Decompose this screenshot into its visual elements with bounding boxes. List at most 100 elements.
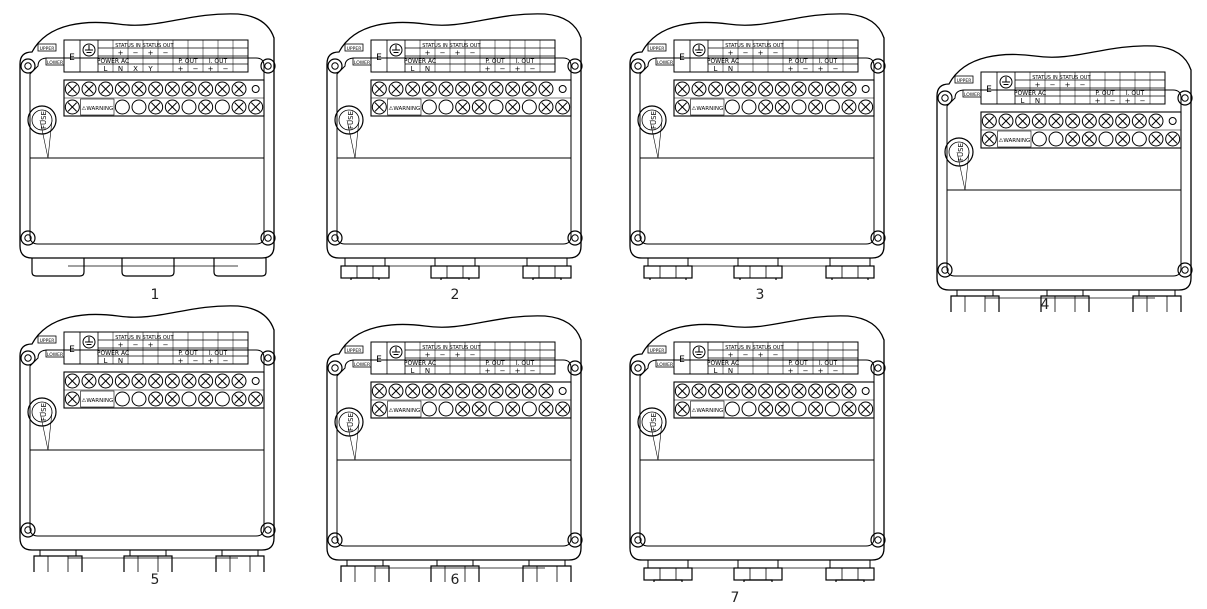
housing-outline: [19, 305, 275, 551]
screw-slot: [827, 84, 838, 94]
screw-slot: [1001, 116, 1011, 126]
screw-slot: [100, 84, 111, 94]
terminal-hole: [724, 401, 740, 417]
screw-slot: [507, 404, 518, 414]
i-out-label: I. OUT: [209, 58, 228, 65]
gland-base: [647, 559, 689, 569]
corner-bolt-inner: [331, 234, 339, 242]
power-terminal-label: L: [104, 65, 108, 73]
gland-base: [344, 257, 386, 267]
screw-terminal: [674, 383, 690, 399]
screw-slot: [167, 376, 178, 386]
screw-terminal: [81, 81, 97, 97]
screw-slot: [677, 84, 688, 94]
screw-terminal: [981, 113, 997, 129]
screw-slot: [374, 102, 385, 112]
housing-outline: [326, 315, 582, 561]
lower-label: LOWER: [354, 60, 370, 66]
corner-bolt: [870, 58, 886, 74]
warning-label: ⚠WARNING: [388, 106, 420, 112]
screw-terminal: [1148, 113, 1164, 129]
screw-terminal: [1148, 131, 1164, 147]
corner-bolt-inner: [634, 536, 642, 544]
gland-cap: [653, 579, 683, 582]
screw-slot: [117, 376, 128, 386]
gland-nut: [733, 265, 783, 279]
corner-bolt-inner: [571, 536, 579, 544]
screw-terminal: [164, 373, 180, 389]
status-in-label: STATUS IN: [725, 43, 751, 49]
screw-slot: [844, 102, 854, 112]
gland-nut: [340, 265, 390, 279]
screw-slot: [744, 386, 754, 396]
gland-nut: [123, 555, 173, 572]
gland-nut: [522, 265, 572, 279]
fuse-lead: [956, 151, 970, 191]
cover-outline: [29, 57, 265, 245]
gland-neck: [1046, 289, 1084, 297]
i-out-minus: −: [530, 65, 536, 73]
screw-terminal: [371, 99, 387, 115]
terminal-hole: [181, 99, 197, 115]
status-out-label: STATUS OUT: [143, 335, 175, 341]
corner-bolt-inner: [264, 526, 272, 534]
screw-terminal: [505, 383, 521, 399]
corner-bolt-inner: [24, 234, 32, 242]
p-out-plus: +: [788, 367, 794, 375]
screw-terminal: [64, 373, 80, 389]
i-out-label: I. OUT: [819, 58, 838, 65]
fuse-label: FUSE: [347, 413, 355, 431]
screw-slot: [760, 84, 771, 94]
gland-neck: [39, 549, 77, 557]
screw-slot: [100, 376, 111, 386]
screw-terminal: [181, 81, 197, 97]
fuse-lead: [649, 421, 663, 461]
housing-outline: [326, 13, 582, 259]
screw-slot: [391, 84, 401, 94]
i-out-plus: +: [208, 357, 214, 365]
screw-terminal: [808, 99, 824, 115]
corner-bolt: [260, 350, 276, 366]
terminal-hole: [1168, 117, 1177, 125]
screw-slot: [374, 386, 385, 396]
cable-entry: [31, 258, 85, 277]
screw-terminal: [791, 81, 807, 97]
screw-terminal: [455, 81, 471, 97]
warning-plate: [80, 390, 115, 408]
corner-bolt-inner: [264, 354, 272, 362]
upper-tag: [344, 345, 364, 354]
status-in-label: STATUS IN: [422, 43, 448, 49]
corner-bolt: [630, 230, 646, 246]
gland-base: [829, 257, 871, 267]
screw-terminal: [1115, 131, 1131, 147]
fuse-label: FUSE: [347, 111, 355, 129]
power-ac-label: POWER AC: [97, 350, 129, 357]
screw-slot: [474, 404, 485, 414]
screw-slot: [424, 386, 435, 396]
p-out-label: P. OUT: [788, 360, 808, 367]
terminal-hole: [521, 401, 537, 417]
screw-slot: [234, 376, 244, 386]
screw-slot: [200, 102, 211, 112]
lower-label: LOWER: [47, 352, 63, 358]
screw-terminal: [841, 401, 857, 417]
screw-terminal: [858, 99, 874, 115]
terminal-hole: [251, 377, 260, 385]
screw-terminal: [148, 373, 164, 389]
upper-label: UPPER: [347, 348, 362, 354]
cover-outline: [336, 57, 572, 245]
terminal-hole: [488, 99, 504, 115]
gland-base: [737, 257, 779, 267]
screw-slot: [424, 84, 435, 94]
screw-terminal: [505, 99, 521, 115]
screw-slot: [760, 386, 771, 396]
warning-plate: [690, 400, 725, 418]
screw-terminal: [1065, 113, 1081, 129]
power-terminal-label: X: [133, 65, 138, 73]
warning-label: ⚠WARNING: [81, 106, 113, 112]
status-out-label: STATUS OUT: [753, 345, 785, 351]
upper-label: UPPER: [40, 46, 55, 52]
screw-slot: [167, 84, 178, 94]
